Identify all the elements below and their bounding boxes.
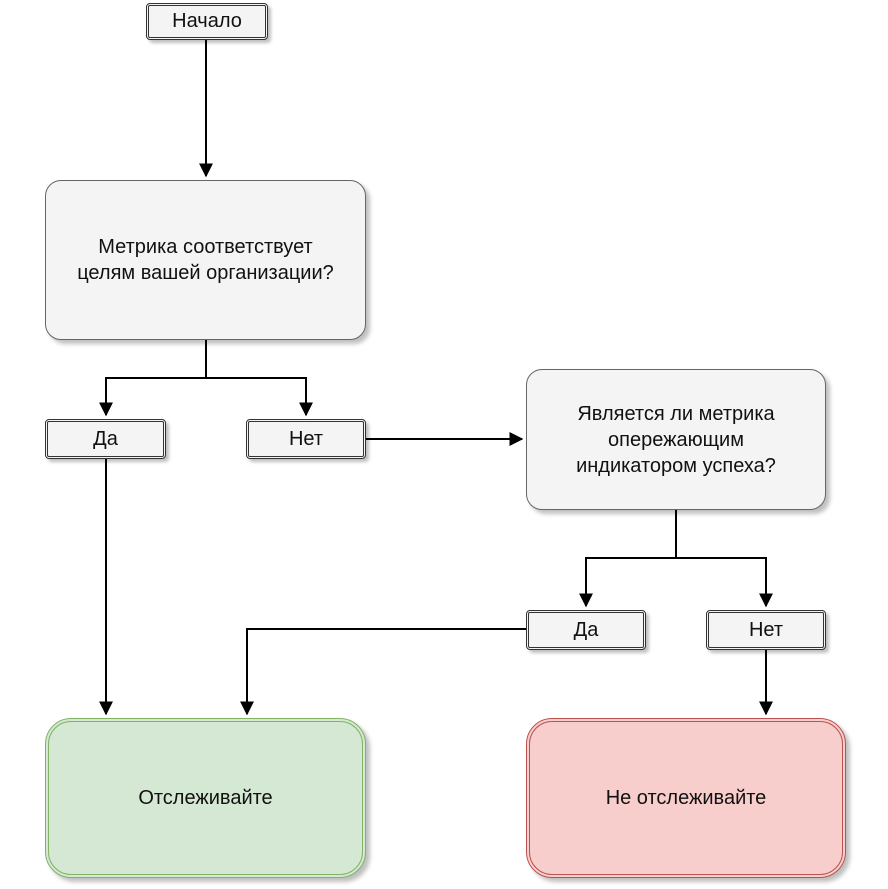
decision-node-leading-indicator: Является ли метрика опережающим индикато… [526, 369, 826, 510]
start-label: Начало [172, 10, 242, 32]
no-label-text: Нет [748, 618, 784, 641]
no-label-leading-indicator: Нет [706, 610, 826, 650]
connector-yes2-to-track [240, 628, 526, 716]
decision-node-goals: Метрика соответствует целям вашей органи… [45, 180, 366, 340]
track-outcome-node: Отслеживайте [45, 718, 366, 878]
no-label-goals: Нет [246, 419, 366, 459]
dont-track-outcome-text: Не отслеживайте [605, 786, 767, 809]
connector-q2-to-yes [579, 557, 676, 608]
dont-track-outcome-node: Не отслеживайте [526, 718, 846, 878]
connector-q2-to-no [676, 557, 773, 608]
yes-label-text: Да [573, 618, 599, 641]
yes-label-leading-indicator: Да [526, 610, 646, 650]
yes-label-goals: Да [45, 419, 166, 459]
connector-q1-to-yes [99, 377, 206, 417]
decision-goals-text: Метрика соответствует целям вашей органи… [77, 236, 334, 284]
no-label-text: Нет [288, 427, 324, 450]
yes-label-text: Да [93, 427, 118, 450]
decision-leading-indicator-text: Является ли метрика опережающим индикато… [576, 402, 776, 477]
track-outcome-text: Отслеживайте [138, 786, 273, 809]
start-node: Начало [146, 3, 268, 40]
connector-q1-to-no [206, 377, 313, 417]
